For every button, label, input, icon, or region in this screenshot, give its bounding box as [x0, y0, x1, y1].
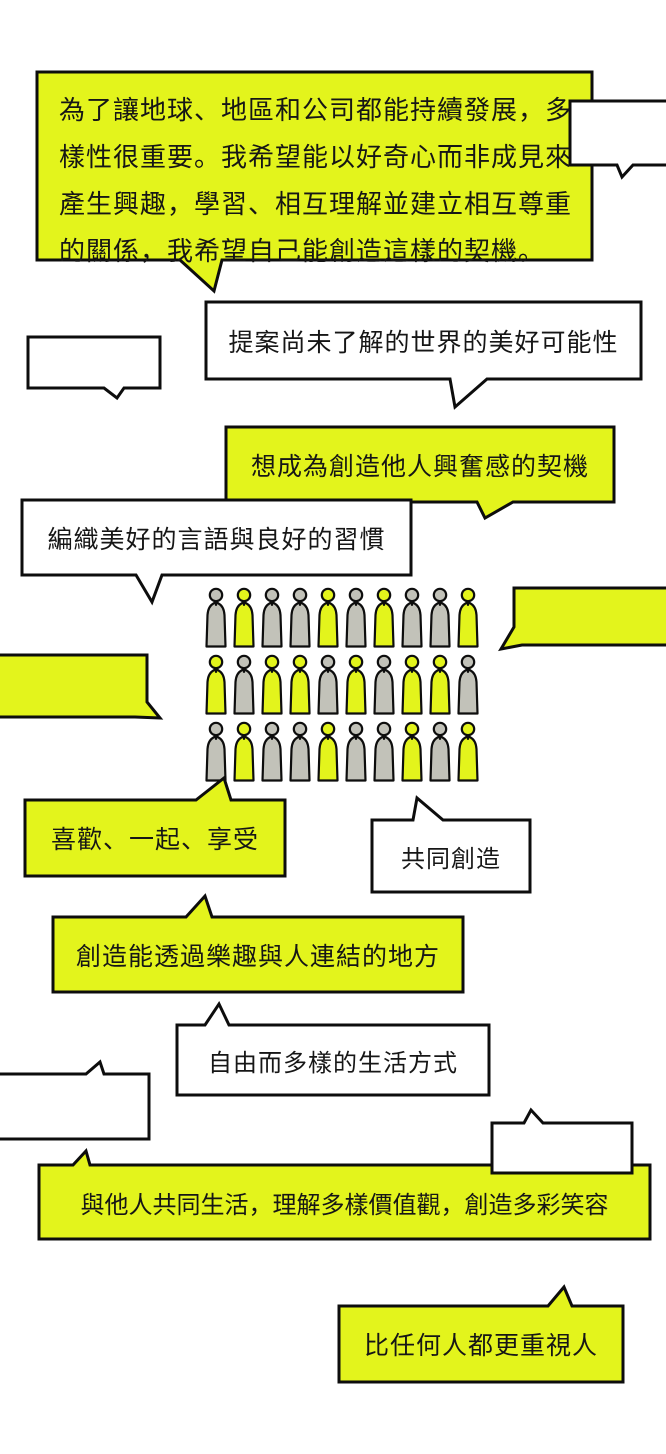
speech-bubble-value-people-text: 比任何人都更重視人 [363, 1332, 598, 1360]
speech-bubble-propose-shape [204, 300, 643, 410]
person-icon [205, 721, 227, 782]
speech-bubble-intro-text: 為了讓地球、地區和公司都能持續發展，多 樣性很重要。我希望能以好奇心而非成見來 … [59, 87, 579, 275]
person-icon [401, 587, 423, 648]
speech-bubble-connect-text: 創造能透過樂趣與人連結的地方 [75, 942, 440, 971]
speech-bubble-empty-top-right-shape [568, 99, 666, 180]
intro-line-3: 產生興趣，學習、相互理解並建立相互尊重 [59, 189, 573, 219]
speech-bubble-excite-text: 想成為創造他人興奮感的契機 [250, 452, 589, 481]
speech-bubble-connect-shape [51, 893, 465, 994]
person-icon [345, 721, 367, 782]
intro-line-1: 為了讓地球、地區和公司都能持續發展，多 [59, 95, 573, 125]
speech-bubble-empty-bottom-right-shape [490, 1107, 634, 1175]
speech-bubble-empty-mid-right-shape [498, 586, 666, 652]
speech-bubble-empty-left-shape [26, 335, 162, 401]
person-icon [317, 654, 339, 715]
speech-bubble-cocreate-text: 共同創造 [401, 845, 501, 873]
speech-bubble-lifestyle-shape [175, 1000, 491, 1097]
person-icon [401, 654, 423, 715]
person-icon [261, 721, 283, 782]
person-icon [401, 721, 423, 782]
speech-bubble-weave-shape [20, 498, 413, 606]
person-icon [373, 587, 395, 648]
person-icon [373, 721, 395, 782]
person-icon [345, 587, 367, 648]
speech-bubble-empty-bottom-left-shape [0, 1059, 151, 1141]
person-icon [233, 654, 255, 715]
intro-line-2: 樣性很重要。我希望能以好奇心而非成見來 [59, 142, 573, 172]
speech-bubble-enjoy-text: 喜歡、一起、享受 [50, 826, 259, 854]
people-grid [205, 587, 479, 782]
speech-bubble-lifestyle-text: 自由而多樣的生活方式 [208, 1049, 458, 1077]
person-icon [289, 654, 311, 715]
speech-bubble-enjoy-shape [23, 775, 287, 878]
speech-bubble-value-people-shape [337, 1284, 625, 1384]
speech-bubble-weave-text: 編織美好的言語與良好的習慣 [47, 525, 386, 554]
person-icon [233, 587, 255, 648]
person-icon [261, 654, 283, 715]
person-icon [317, 587, 339, 648]
person-icon [317, 721, 339, 782]
speech-bubble-empty-mid-left-shape [0, 653, 164, 720]
person-icon [345, 654, 367, 715]
person-icon [289, 587, 311, 648]
person-icon [457, 587, 479, 648]
person-icon [429, 721, 451, 782]
person-icon [457, 654, 479, 715]
person-icon [233, 721, 255, 782]
person-icon [205, 587, 227, 648]
person-icon [261, 587, 283, 648]
speech-bubble-live-together-text: 與他人共同生活，理解多樣價值觀，創造多彩笑容 [80, 1191, 609, 1219]
person-icon [205, 654, 227, 715]
intro-line-4: 的關係，我希望自己能創造這樣的契機。 [59, 236, 546, 266]
person-icon [289, 721, 311, 782]
speech-bubble-propose-text: 提案尚未了解的世界的美好可能性 [228, 328, 619, 357]
person-icon [429, 654, 451, 715]
speech-bubble-cocreate-shape [370, 795, 532, 894]
person-icon [429, 587, 451, 648]
person-icon [457, 721, 479, 782]
person-icon [373, 654, 395, 715]
